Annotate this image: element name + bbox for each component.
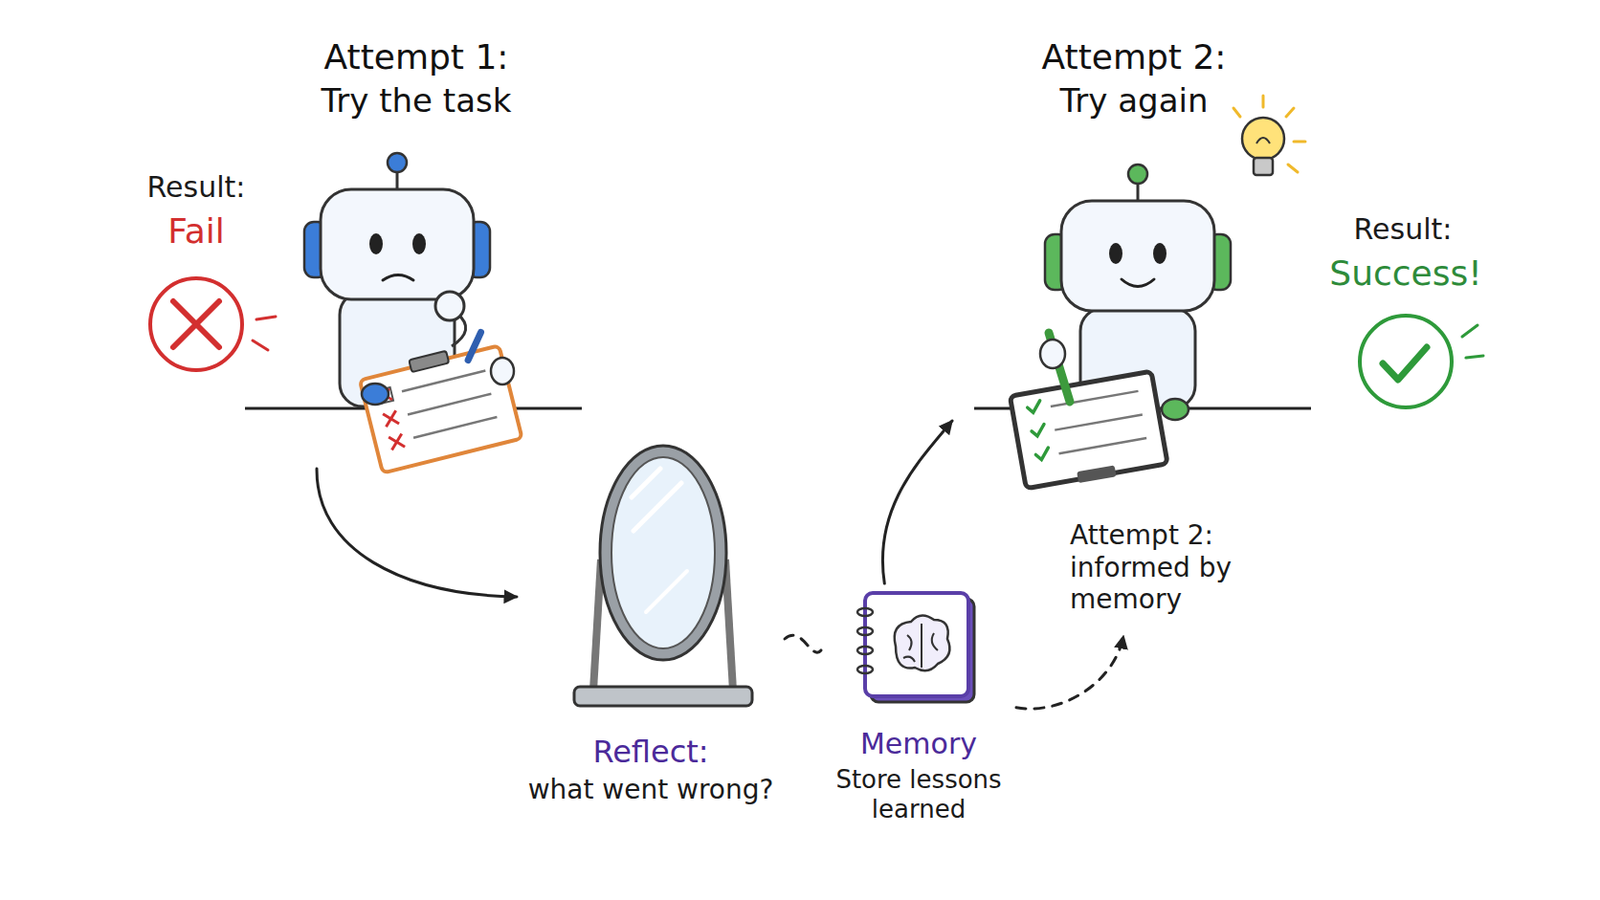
lightbulb-part bbox=[1293, 140, 1306, 144]
memory-notebook-part bbox=[903, 623, 938, 668]
note-text: Attempt 2: informed by memory bbox=[1069, 519, 1285, 617]
robot-success-part bbox=[1121, 279, 1155, 288]
clipboard-fail bbox=[355, 329, 523, 474]
result-label: Result: bbox=[147, 170, 246, 205]
clipboard-fail-part bbox=[401, 370, 486, 392]
stage-heading: Attempt 2: bbox=[1042, 36, 1227, 78]
fail-icon-part bbox=[173, 301, 220, 348]
mirror-part bbox=[574, 687, 753, 707]
dashed-connector bbox=[784, 635, 822, 653]
success-icon-part bbox=[1466, 355, 1484, 358]
lightbulb-part bbox=[1286, 108, 1294, 117]
robot-fail-part bbox=[435, 291, 465, 321]
arrow-connector bbox=[882, 421, 953, 584]
robot-success-hands-part bbox=[1161, 399, 1189, 421]
lightbulb-part bbox=[1233, 108, 1241, 117]
result-label: Result: bbox=[1354, 212, 1453, 247]
clipboard-fail-part bbox=[408, 351, 449, 373]
mirror-part bbox=[725, 559, 734, 691]
clipboard-success-part bbox=[1035, 447, 1051, 461]
clipboard-success-part bbox=[1009, 371, 1168, 489]
clipboard-fail-part bbox=[462, 332, 487, 360]
clipboard-success-part bbox=[1026, 400, 1043, 414]
robot-fail-part bbox=[369, 233, 383, 255]
clipboard-success-part bbox=[1076, 465, 1116, 484]
clipboard-fail-part bbox=[407, 394, 491, 416]
robot-success-hands bbox=[1040, 333, 1189, 421]
clipboard-fail-part bbox=[388, 434, 405, 451]
fail-icon-part bbox=[150, 278, 243, 371]
fail-icon-part bbox=[256, 316, 276, 320]
robot-fail-hands bbox=[361, 357, 514, 405]
stage-subheading: Store lessons learned bbox=[821, 765, 1017, 825]
mirror-part bbox=[600, 445, 727, 661]
robot-success-part bbox=[1153, 243, 1167, 265]
lightbulb-part bbox=[1242, 117, 1285, 160]
success-icon-part bbox=[1359, 315, 1452, 408]
robot-fail-part bbox=[387, 153, 407, 173]
clipboard-success bbox=[1009, 371, 1168, 492]
memory-note: Attempt 2: informed by memory bbox=[1069, 511, 1285, 637]
mirror-part bbox=[633, 483, 682, 532]
mirror-part bbox=[631, 468, 661, 498]
arrow-connector bbox=[316, 468, 517, 598]
robot-fail-hands-part bbox=[361, 383, 389, 405]
fail-icon-part bbox=[252, 340, 268, 351]
robot-success-part bbox=[1061, 200, 1215, 312]
lightbulb-part bbox=[1256, 137, 1270, 144]
stage-heading: Memory bbox=[860, 727, 978, 762]
success-icon-part bbox=[1382, 347, 1427, 380]
clipboard-success-part bbox=[1054, 414, 1143, 430]
robot-success-hands-part bbox=[1040, 339, 1066, 369]
clipboard-fail-part bbox=[359, 345, 523, 473]
attempt-stage: Attempt 1:Try the task bbox=[239, 28, 594, 469]
fail-icon-part bbox=[173, 301, 220, 348]
memory-notebook-part bbox=[857, 666, 873, 674]
stage-heading: Reflect: bbox=[592, 733, 709, 771]
memory-notebook-part bbox=[857, 627, 873, 636]
lightbulb bbox=[1233, 95, 1306, 176]
clipboard-fail-part bbox=[388, 434, 405, 451]
memory-stage: MemoryStore lessons learned bbox=[821, 583, 1017, 838]
lightbulb-part bbox=[1253, 157, 1273, 176]
fail-icon bbox=[150, 278, 276, 371]
stage-subheading: what went wrong? bbox=[528, 774, 775, 807]
lightbulb-part bbox=[1262, 95, 1266, 108]
memory-notebook-part bbox=[857, 646, 873, 655]
clipboard-fail-part bbox=[413, 417, 497, 439]
clipboard-success-part bbox=[1059, 438, 1148, 454]
memory-notebook-part bbox=[865, 593, 969, 697]
lightbulb-part bbox=[1288, 164, 1298, 173]
memory-notebook-part bbox=[857, 608, 873, 617]
robot-fail-part bbox=[382, 275, 414, 282]
robot-success-part bbox=[1109, 243, 1123, 265]
robot-fail-hands-part bbox=[490, 357, 514, 385]
success-icon-part bbox=[1462, 325, 1478, 337]
dashed-connector bbox=[1016, 636, 1124, 710]
stage-heading: Attempt 1: bbox=[324, 36, 510, 78]
attempt-stage: Attempt 2:Try again bbox=[933, 28, 1335, 422]
robot-fail-part bbox=[412, 233, 426, 255]
memory-notebook-part bbox=[894, 615, 951, 671]
mirror-part bbox=[593, 559, 601, 691]
success-icon bbox=[1359, 315, 1484, 408]
clipboard-fail-part bbox=[382, 410, 400, 427]
robot-success-part bbox=[1128, 164, 1148, 184]
reflect-stage: Reflect:what went wrong? bbox=[516, 435, 785, 819]
robot-fail-part bbox=[320, 189, 474, 300]
mirror bbox=[574, 445, 753, 707]
mirror-part bbox=[611, 457, 715, 649]
memory-notebook bbox=[857, 593, 975, 703]
stage-subheading: Try again bbox=[1060, 81, 1209, 121]
result-value: Success! bbox=[1329, 252, 1482, 294]
mirror-part bbox=[645, 571, 688, 613]
clipboard-success-part bbox=[1030, 423, 1046, 437]
clipboard-fail-part bbox=[382, 410, 400, 427]
stage-subheading: Try the task bbox=[321, 81, 512, 121]
result-value: Fail bbox=[167, 210, 224, 252]
